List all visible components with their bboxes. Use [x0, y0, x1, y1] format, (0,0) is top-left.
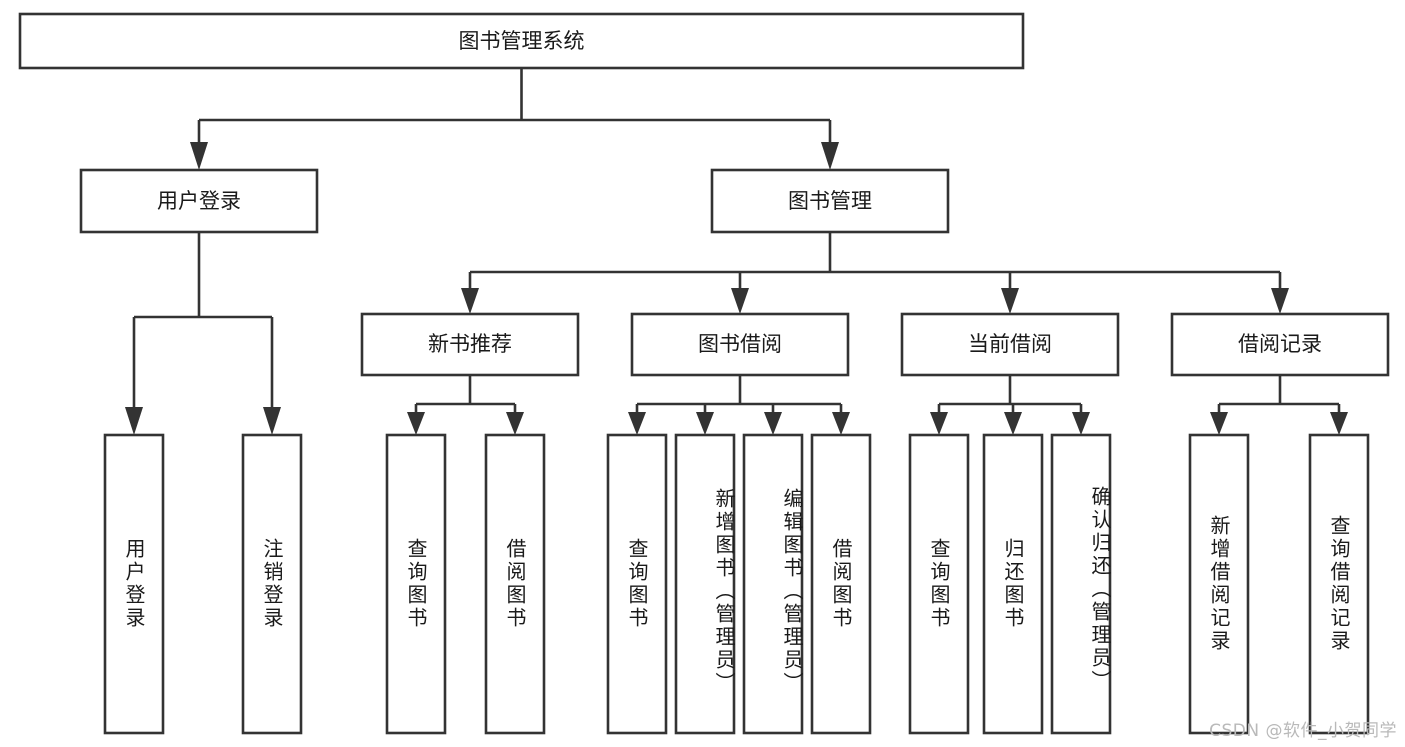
arrow-borrowbooks-leaf-4: [832, 412, 850, 435]
arrow-borrowbooks-leaf-1: [628, 412, 646, 435]
leaf-box-borrow-books-newbooks[interactable]: [484, 433, 546, 735]
arrow-userlogin-leaf-1: [125, 407, 143, 435]
arrow-borrowbooks-leaf-2: [696, 412, 714, 435]
node-root-label: 图书管理系统: [459, 29, 585, 53]
leaf-box-query-books-borrow[interactable]: [606, 433, 668, 735]
arrow-currentborrow-leaf-2: [1004, 412, 1022, 435]
arrow-root-to-user-login: [190, 142, 208, 170]
node-book-borrow[interactable]: [630, 312, 850, 377]
leaf-box-add-book-admin[interactable]: [674, 433, 736, 735]
node-book-management-label: 图书管理: [788, 189, 872, 213]
leaf-box-logout[interactable]: [241, 433, 303, 735]
leaf-box-confirm-return-admin[interactable]: [1050, 433, 1112, 735]
node-root-book-management-system[interactable]: [18, 12, 1025, 70]
node-user-login-label: 用户登录: [157, 189, 241, 213]
node-user-login[interactable]: [79, 168, 319, 234]
leaf-box-add-borrow-record[interactable]: [1188, 433, 1250, 735]
node-book-borrow-label: 图书借阅: [698, 332, 782, 356]
leaf-box-user-login[interactable]: [103, 433, 165, 735]
arrow-bookmgmt-to-borrow: [731, 288, 749, 314]
arrow-userlogin-leaf-2: [263, 407, 281, 435]
arrow-newbooks-leaf-1: [407, 412, 425, 435]
node-book-management[interactable]: [710, 168, 950, 234]
arrow-root-to-book-mgmt: [821, 142, 839, 170]
leaf-box-edit-book-admin[interactable]: [742, 433, 804, 735]
connectors-layer: [125, 68, 1348, 435]
arrow-newbooks-leaf-2: [506, 412, 524, 435]
arrow-currentborrow-leaf-3: [1072, 412, 1090, 435]
node-current-borrow-label: 当前借阅: [968, 332, 1052, 356]
leaf-box-borrow-books[interactable]: [810, 433, 872, 735]
leaf-box-return-books[interactable]: [982, 433, 1044, 735]
node-current-borrow[interactable]: [900, 312, 1120, 377]
arrow-records-leaf-1: [1210, 412, 1228, 435]
leaf-box-query-books-current[interactable]: [908, 433, 970, 735]
node-borrow-records-label: 借阅记录: [1238, 332, 1322, 356]
arrow-bookmgmt-to-records: [1271, 288, 1289, 314]
leaf-box-query-borrow-record[interactable]: [1308, 433, 1370, 735]
node-new-book-recommend-label: 新书推荐: [428, 332, 512, 356]
watermark-text: CSDN @软件_小贺同学: [1209, 721, 1397, 741]
arrow-borrowbooks-leaf-3: [764, 412, 782, 435]
arrow-records-leaf-2: [1330, 412, 1348, 435]
node-new-book-recommend[interactable]: [360, 312, 580, 377]
node-borrow-records[interactable]: [1170, 312, 1390, 377]
arrow-bookmgmt-to-new-books: [461, 288, 479, 314]
leaf-box-query-books-newbooks[interactable]: [385, 433, 447, 735]
arrow-currentborrow-leaf-1: [930, 412, 948, 435]
nodes-layer: 图书管理系统 用户登录 图书管理 新书推荐 图书借阅 当前借阅 借阅记录: [18, 12, 1390, 735]
arrow-bookmgmt-to-current: [1001, 288, 1019, 314]
